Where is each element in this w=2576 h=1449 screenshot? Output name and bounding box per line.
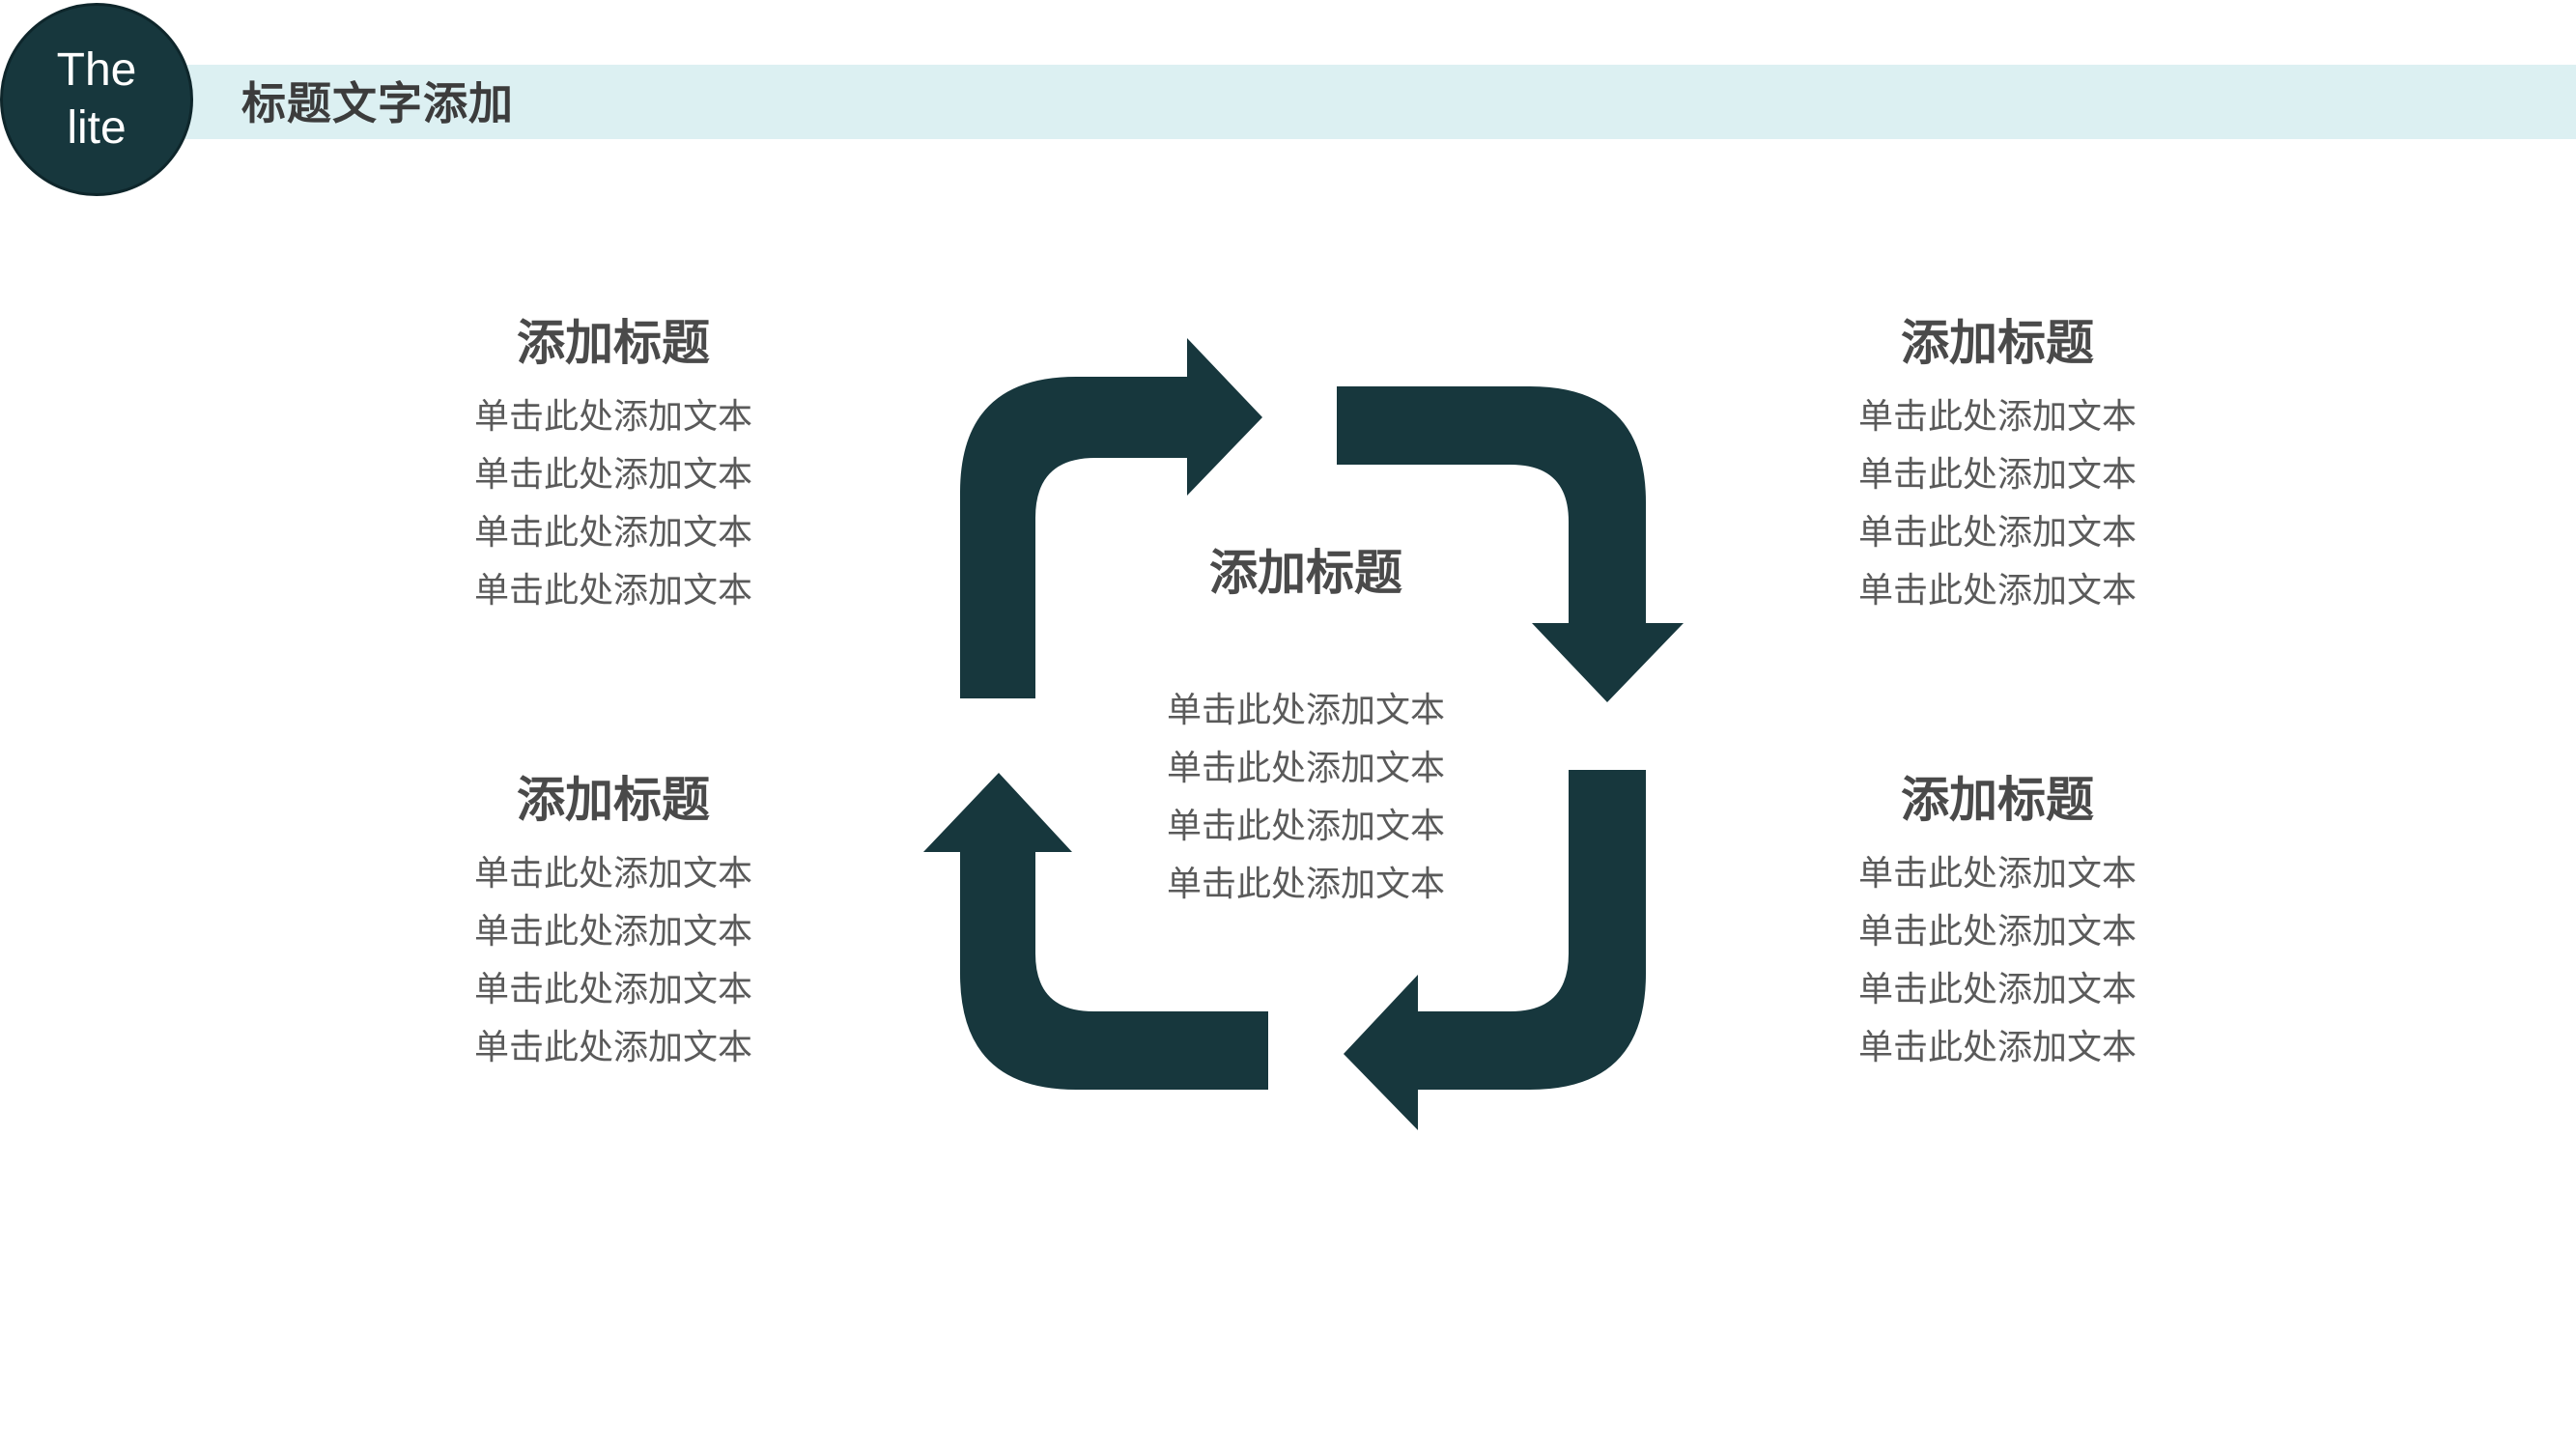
arrow-down-left-icon [1344, 770, 1646, 1130]
block-text-line[interactable]: 单击此处添加文本 [1166, 749, 1445, 788]
logo-text-line1: The [56, 44, 137, 96]
block-text-line[interactable]: 单击此处添加文本 [473, 854, 752, 894]
block-text-line[interactable]: 单击此处添加文本 [473, 912, 752, 952]
text-block-top-right[interactable]: 添加标题 单击此处添加文本 单击此处添加文本 单击此处添加文本 单击此处添加文本 [1795, 311, 2200, 620]
text-block-top-left[interactable]: 添加标题 单击此处添加文本 单击此处添加文本 单击此处添加文本 单击此处添加文本 [410, 311, 816, 620]
text-block-bottom-left[interactable]: 添加标题 单击此处添加文本 单击此处添加文本 单击此处添加文本 单击此处添加文本 [410, 768, 816, 1077]
cycle-arrows-diagram [923, 338, 1684, 1130]
text-block-bottom-right[interactable]: 添加标题 单击此处添加文本 单击此处添加文本 单击此处添加文本 单击此处添加文本 [1795, 768, 2200, 1077]
block-text-line[interactable]: 单击此处添加文本 [1857, 455, 2137, 495]
block-text-line[interactable]: 单击此处添加文本 [1857, 912, 2137, 952]
block-text-line[interactable]: 单击此处添加文本 [1857, 1028, 2137, 1067]
block-title[interactable]: 添加标题 [517, 315, 710, 371]
block-title[interactable]: 添加标题 [1901, 315, 2094, 371]
text-block-center[interactable]: 添加标题 单击此处添加文本 单击此处添加文本 单击此处添加文本 单击此处添加文本 [1103, 541, 1509, 914]
block-text-line[interactable]: 单击此处添加文本 [473, 1028, 752, 1067]
arrow-left-up-icon [923, 773, 1268, 1090]
block-text-line[interactable]: 单击此处添加文本 [473, 513, 752, 553]
block-text-line[interactable]: 单击此处添加文本 [1857, 970, 2137, 1009]
arrow-up-right-icon [960, 338, 1262, 698]
block-title[interactable]: 添加标题 [517, 772, 710, 828]
block-text-line[interactable]: 单击此处添加文本 [1857, 854, 2137, 894]
block-text-line[interactable]: 单击此处添加文本 [1857, 571, 2137, 611]
block-text-line[interactable]: 单击此处添加文本 [473, 970, 752, 1009]
arrow-right-down-icon [1337, 386, 1684, 702]
block-text-line[interactable]: 单击此处添加文本 [1166, 865, 1445, 904]
block-text-line[interactable]: 单击此处添加文本 [473, 397, 752, 437]
block-text-line[interactable]: 单击此处添加文本 [1857, 513, 2137, 553]
page-title[interactable]: 标题文字添加 [241, 77, 514, 129]
block-text-line[interactable]: 单击此处添加文本 [1166, 807, 1445, 846]
block-title[interactable]: 添加标题 [1901, 772, 2094, 828]
block-text-line[interactable]: 单击此处添加文本 [1166, 691, 1445, 730]
logo-text-line2: lite [67, 102, 127, 154]
block-text-line[interactable]: 单击此处添加文本 [473, 455, 752, 495]
block-title[interactable]: 添加标题 [1209, 545, 1402, 601]
header-band [145, 65, 2576, 139]
block-text-line[interactable]: 单击此处添加文本 [1857, 397, 2137, 437]
logo-badge: The lite [0, 3, 193, 196]
block-text-line[interactable]: 单击此处添加文本 [473, 571, 752, 611]
